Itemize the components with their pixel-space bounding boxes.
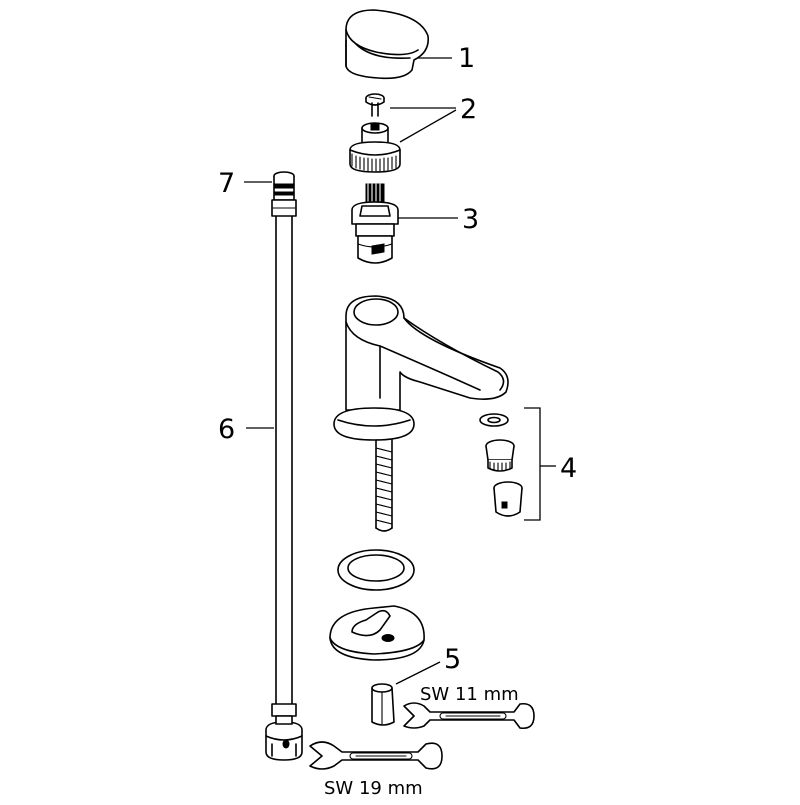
part-6-supply-hose xyxy=(265,215,303,761)
callout-1: 1 xyxy=(458,43,475,74)
part-4-aerator-washer xyxy=(479,413,509,427)
part-5-horseshoe-washer xyxy=(329,605,425,661)
callout-7: 7 xyxy=(218,168,235,199)
part-2-adapter-ring xyxy=(349,122,401,173)
wrench-label-sw-11: SW 11 mm xyxy=(420,684,519,705)
leader-2b xyxy=(399,109,457,143)
callout-2: 2 xyxy=(460,94,477,125)
callout-4: 4 xyxy=(560,453,577,484)
part-4-aerator-insert xyxy=(485,439,515,472)
part-3-cartridge xyxy=(351,183,399,264)
callout-6: 6 xyxy=(218,414,235,445)
wrench-sw-19 xyxy=(309,741,443,770)
threaded-rod xyxy=(375,439,393,532)
part-7-hose-end-fitting xyxy=(271,171,297,217)
bracket-4 xyxy=(524,407,541,521)
callout-3: 3 xyxy=(462,204,479,235)
wrench-label-sw-19: SW 19 mm xyxy=(324,778,423,799)
part-5-gasket-ring xyxy=(337,549,415,591)
faucet-body xyxy=(333,295,509,441)
part-5-socket-nut xyxy=(371,683,395,726)
wrench-sw-11 xyxy=(403,702,535,730)
part-2-screw xyxy=(365,93,385,117)
callout-5: 5 xyxy=(444,644,461,675)
part-4-aerator-housing xyxy=(493,481,523,517)
part-1-handle-cap xyxy=(345,9,430,80)
leader-5 xyxy=(395,661,441,685)
